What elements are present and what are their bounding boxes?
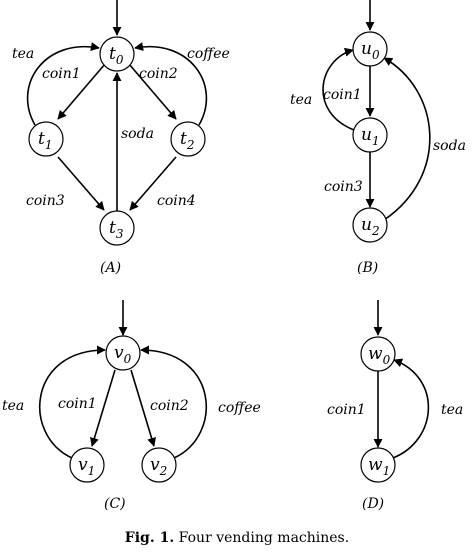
label-a-tea: tea: [12, 46, 34, 62]
panel-b: u0 u1 u2 tea coin1 coin3 soda (B): [290, 0, 466, 276]
svg-text:t0: t0: [109, 44, 124, 67]
edge-a-coffee: [134, 42, 208, 126]
label-a-coin1: coin1: [42, 66, 81, 82]
node-u2: u2: [352, 207, 388, 243]
node-v1: v1: [69, 447, 105, 483]
svg-text:w1: w1: [368, 455, 390, 478]
panel-c: v0 v1 v2 tea coin1 coin2 coffee (C): [2, 300, 261, 512]
node-t0: t0: [99, 36, 135, 72]
edge-c-coin2: [130, 369, 156, 447]
node-u0: u0: [352, 31, 388, 67]
edge-c-coin1: [90, 369, 116, 447]
label-b-coin3: coin3: [324, 179, 363, 195]
edge-b-tea: [322, 47, 355, 131]
edge-a-tea: [26, 42, 100, 126]
label-c-coffee: coffee: [218, 400, 261, 416]
svg-text:u1: u1: [361, 125, 380, 148]
label-a-coin4: coin4: [157, 193, 196, 209]
label-c-coin1: coin1: [58, 396, 97, 412]
svg-text:u0: u0: [361, 39, 380, 62]
node-w1: w1: [360, 447, 396, 483]
label-b-soda: soda: [433, 138, 466, 154]
caption-label: Fig. 1.: [124, 530, 175, 546]
svg-text:u2: u2: [361, 215, 380, 238]
node-t1: t1: [28, 121, 64, 157]
node-v2: v2: [141, 447, 177, 483]
panel-a: t0 t1 t2 t3 tea coffee coin1 coin2 soda …: [12, 0, 230, 276]
label-a-coffee: coffee: [187, 46, 230, 62]
caption-text: Four vending machines.: [178, 530, 350, 546]
node-t3: t3: [99, 210, 135, 246]
label-c-tea: tea: [2, 398, 24, 414]
panel-d-label: (D): [362, 496, 384, 512]
svg-text:t1: t1: [38, 129, 52, 152]
label-c-coin2: coin2: [150, 398, 189, 414]
edge-c-coffee: [140, 345, 207, 459]
edge-a-coin3: [57, 156, 105, 211]
label-d-tea: tea: [441, 402, 463, 418]
vending-machines-diagram: t0 t1 t2 t3 tea coffee coin1 coin2 soda …: [2, 0, 466, 512]
edge-a-coin1: [57, 63, 106, 120]
edge-a-coin4: [129, 156, 177, 211]
svg-text:t2: t2: [180, 129, 194, 152]
panel-a-label: (A): [100, 260, 121, 276]
label-b-coin1: coin1: [323, 87, 362, 103]
svg-text:w0: w0: [368, 344, 391, 367]
label-a-soda: soda: [121, 126, 154, 142]
node-u1: u1: [352, 117, 388, 153]
node-v0: v0: [105, 335, 141, 371]
label-a-coin2: coin2: [139, 66, 178, 82]
figure-caption: Fig. 1. Four vending machines.: [0, 530, 474, 546]
panel-b-label: (B): [357, 260, 378, 276]
svg-text:t3: t3: [109, 218, 124, 241]
svg-text:v0: v0: [114, 343, 132, 366]
node-t2: t2: [170, 121, 206, 157]
edge-b-soda: [383, 57, 431, 221]
edge-d-tea: [392, 358, 430, 459]
panel-d: w0 w1 coin1 tea (D): [327, 300, 463, 512]
edge-c-tea: [39, 345, 106, 459]
label-a-coin3: coin3: [26, 193, 65, 209]
node-w0: w0: [360, 336, 396, 372]
svg-text:v1: v1: [78, 455, 95, 478]
panel-c-label: (C): [104, 496, 126, 512]
label-d-coin1: coin1: [327, 402, 366, 418]
edge-a-coin2: [128, 63, 177, 120]
label-b-tea: tea: [290, 92, 312, 108]
svg-text:v2: v2: [150, 455, 167, 478]
